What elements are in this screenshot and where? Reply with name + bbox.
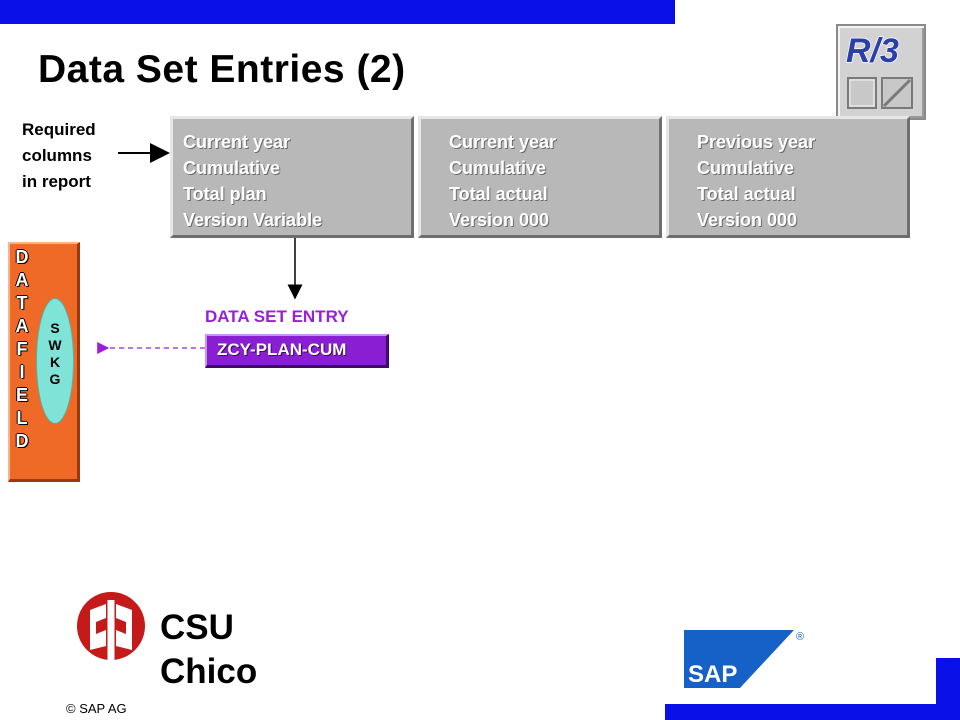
page-title: Data Set Entries (2) — [38, 48, 406, 91]
top-banner-bar — [0, 0, 675, 24]
column-3-line-2: Cumulative — [697, 158, 795, 178]
sap-logo-text: SAP — [688, 661, 737, 688]
data-set-entry-button[interactable]: ZCY-PLAN-CUM — [205, 334, 389, 368]
column-2-line-1: Current year — [449, 132, 557, 152]
r3-logo-text: R/3 — [846, 32, 899, 70]
datafield-letters: D A T A F I E L D — [12, 246, 32, 453]
swkg-letter: G — [49, 371, 61, 387]
chico-text: Chico — [160, 652, 258, 691]
column-2-line-2: Cumulative — [449, 158, 547, 178]
column-box-actual-current: Current year Cumulative Total actual Ver… — [418, 116, 662, 238]
column-1-line-4: Version Variable — [183, 210, 323, 230]
copyright-notice: © SAP AG — [66, 701, 127, 716]
datafield-letter: I — [19, 362, 25, 382]
r3-logo-graphic: R/3 — [845, 31, 913, 109]
bottom-right-frame-horizontal — [665, 704, 960, 720]
datafield-letter: A — [15, 316, 29, 336]
datafield-letter: A — [15, 270, 29, 290]
datafield-letter: F — [16, 339, 28, 359]
datafield-letter: T — [16, 293, 28, 313]
datafield-letter: D — [15, 431, 29, 451]
datafield-letter: L — [16, 408, 28, 428]
swkg-letter: K — [49, 354, 61, 370]
csu-text: CSU — [160, 608, 234, 647]
datafield-letter: E — [15, 385, 28, 405]
swkg-letter: S — [50, 320, 60, 336]
column-box-plan: Current year Cumulative Total plan Versi… — [170, 116, 414, 238]
column-3-line-4: Version 000 — [697, 210, 798, 230]
required-line-1: Required — [22, 120, 96, 139]
r3-logo: R/3 — [836, 24, 926, 120]
swkg-letter: W — [48, 337, 62, 353]
required-line-3: in report — [22, 172, 91, 191]
csu-seal-icon — [77, 592, 145, 660]
swkg-oval — [36, 298, 74, 424]
column-3-line-3: Total actual — [697, 184, 796, 204]
column-1-line-2: Cumulative — [183, 158, 281, 178]
column-2-line-4: Version 000 — [449, 210, 550, 230]
swkg-letters: S W K G — [36, 320, 74, 388]
required-columns-label: Required columns in report — [22, 117, 122, 195]
column-1-line-1: Current year — [183, 132, 291, 152]
column-3-line-1: Previous year — [697, 132, 816, 152]
datafield-letter: D — [15, 247, 29, 267]
data-set-entry-label: DATA SET ENTRY — [205, 307, 349, 326]
sap-logo: SAP ® — [684, 630, 804, 688]
registered-mark: ® — [796, 631, 804, 643]
column-2-line-3: Total actual — [449, 184, 548, 204]
column-box-actual-previous: Previous year Cumulative Total actual Ve… — [666, 116, 910, 238]
csu-chico-wordmark: CSU Chico — [160, 606, 257, 694]
column-1-line-3: Total plan — [183, 184, 267, 204]
required-line-2: columns — [22, 146, 92, 165]
